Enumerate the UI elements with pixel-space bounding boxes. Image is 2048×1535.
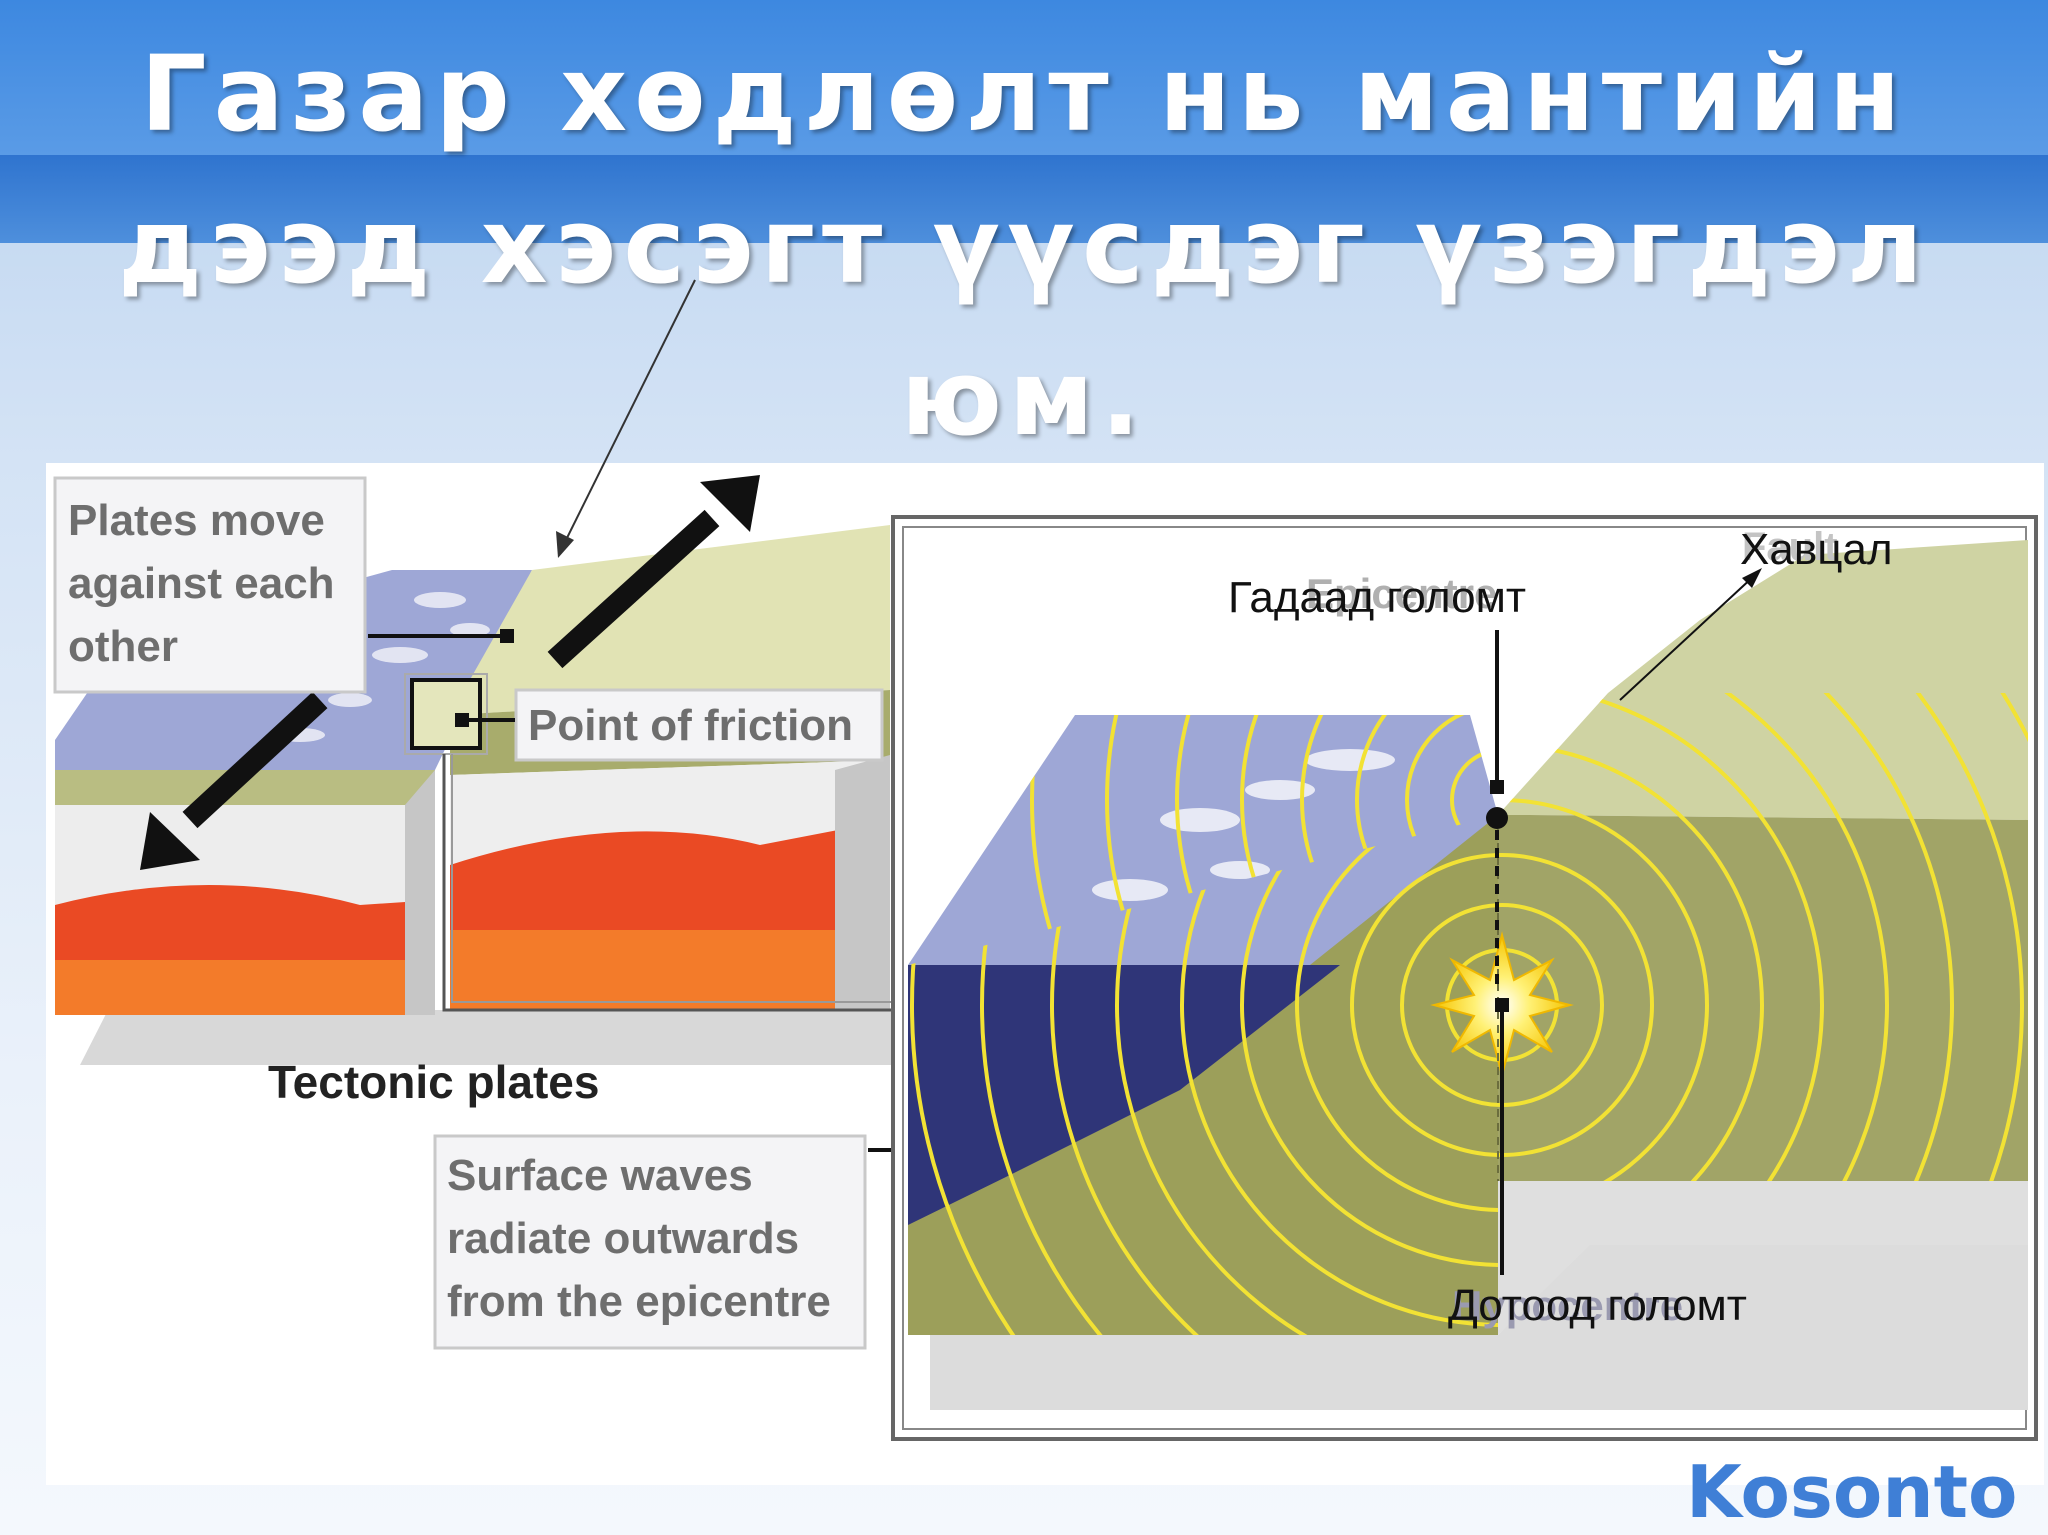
left-plate-end (405, 770, 435, 1015)
logo-text: Kosonto (1686, 1450, 2018, 1534)
fault-left-sea (908, 715, 1498, 965)
title-band-bottom (0, 155, 2048, 243)
label-tectonic-plates: Tectonic plates (268, 1056, 599, 1108)
waves-surface (1030, 715, 1498, 965)
right-plate-end (835, 755, 890, 1010)
label-fault-original: Fault (1742, 525, 1838, 569)
overlay-label-epicentre: Гадаад голомт (1228, 573, 1526, 622)
label-surface-waves-line2: radiate outwards (447, 1214, 799, 1263)
plate-arrow-up (547, 475, 760, 669)
fault-block-shadow (930, 1240, 2028, 1410)
waves-front (910, 815, 1498, 1335)
left-plate-magma-deep (55, 960, 435, 1015)
title-pointer-line (561, 279, 696, 549)
right-plate-top (450, 525, 890, 715)
fault-right-top (1498, 540, 2028, 820)
fault-right-under (1498, 1181, 2028, 1335)
title-band-top (0, 0, 2048, 155)
friction-point-marker (410, 678, 482, 750)
label-surface-waves: Surface waves radiate outwards from the … (433, 1134, 867, 1350)
label-epicentre-original: Epicentre (1306, 570, 1497, 617)
label-point-of-friction: Point of friction (514, 688, 884, 762)
overlay-label-fault: Хавцал (1740, 525, 1893, 574)
label-plates-move-line3: other (68, 622, 178, 671)
right-plate-magma-deep (450, 930, 890, 1010)
label-point-of-friction-text: Point of friction (528, 701, 853, 750)
label-plates-move-line1: Plates move (68, 496, 325, 545)
label-plates-move: Plates move against each other (53, 476, 367, 694)
title-pointer-arrowhead (556, 531, 574, 558)
label-surface-waves-line1: Surface waves (447, 1151, 753, 1200)
label-hypocentre-original: Hypocentre (1452, 1282, 1683, 1329)
left-plate-crust (55, 770, 435, 805)
overlay-label-hypocentre: Дотоод голомт (1448, 1281, 1747, 1330)
label-surface-waves-line3: from the epicentre (447, 1277, 831, 1326)
fault-left-deep-water (908, 965, 1340, 1225)
zoom-connector (442, 754, 895, 1012)
label-plates-move-line2: against each (68, 559, 335, 608)
slide-title: Газар хөдлөлт нь мантийн дээд хэсэгт үүс… (118, 33, 1930, 459)
fault-block (908, 540, 2028, 1410)
leader-fault (1619, 574, 1756, 701)
block-shadow (80, 1010, 915, 1065)
plate-arrow-down (140, 691, 328, 870)
